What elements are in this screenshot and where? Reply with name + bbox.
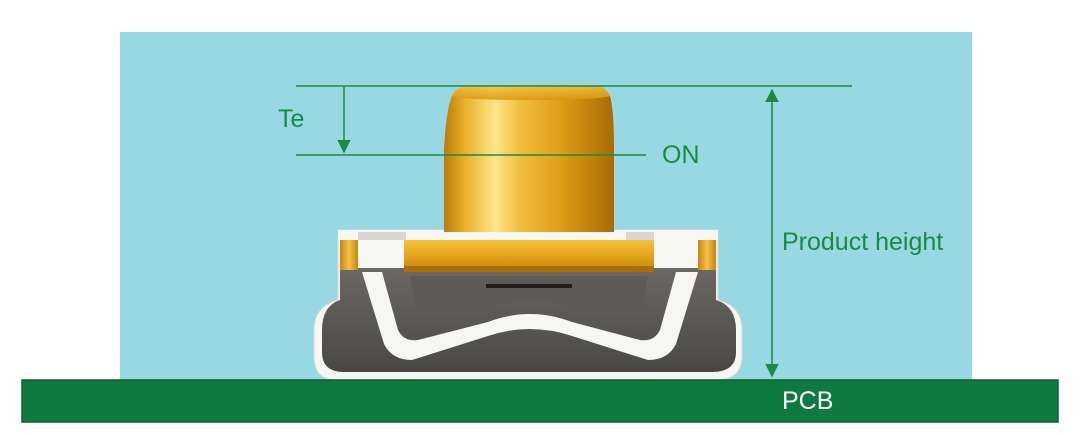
- actuator-cap-top: [452, 85, 610, 100]
- top-rim-grey-right: [626, 232, 654, 240]
- top-rim: [338, 230, 718, 240]
- te-label: Te: [278, 105, 304, 133]
- top-rim-grey-left: [358, 232, 406, 240]
- spring-contact: [362, 272, 698, 360]
- gold-plate-base: [404, 266, 654, 272]
- pcb-board: [21, 379, 1059, 423]
- on-label: ON: [662, 141, 700, 169]
- actuator-cap: [444, 85, 614, 232]
- product-height-label: Product height: [782, 228, 943, 256]
- dome-contact: [486, 284, 572, 288]
- left-terminal: [340, 240, 358, 270]
- inner-cavity: [410, 276, 648, 318]
- pcb-label: PCB: [782, 387, 833, 415]
- right-terminal: [698, 240, 716, 270]
